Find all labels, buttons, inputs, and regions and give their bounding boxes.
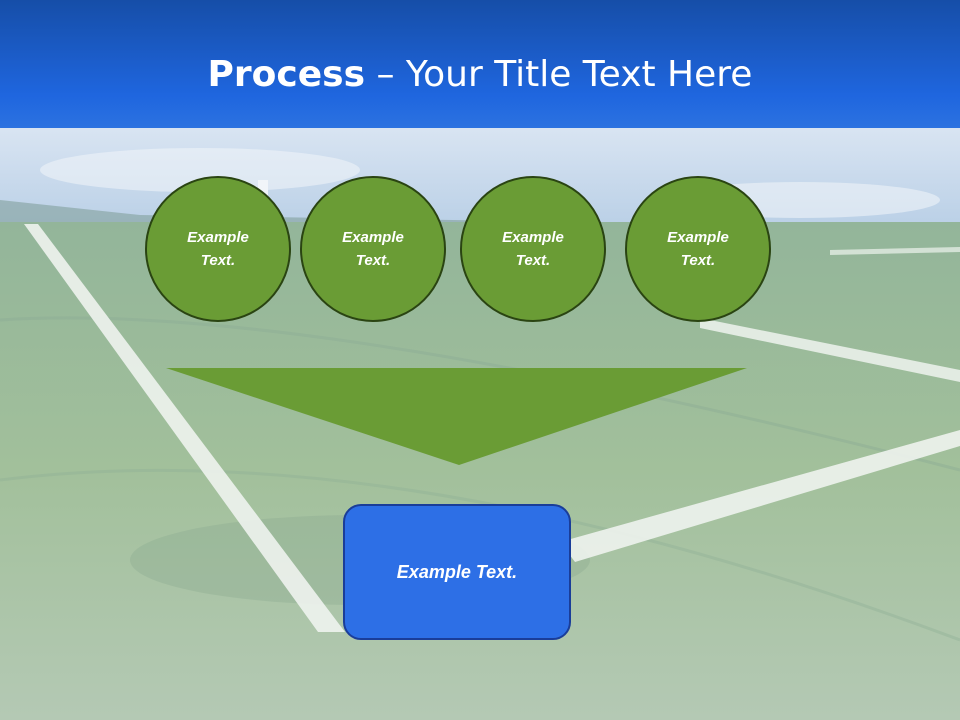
result-box: Example Text.: [343, 504, 571, 640]
field-marking-shadow: [0, 468, 960, 642]
circle-label: Example Text.: [342, 229, 404, 269]
goal-post: [258, 180, 268, 200]
circle-label: Example Text.: [667, 229, 729, 269]
cloud: [40, 148, 360, 192]
box-label: Example Text.: [396, 561, 518, 582]
title-bold: Process: [207, 54, 366, 95]
field-line: [700, 318, 960, 382]
circle-label: Example Text.: [187, 229, 249, 269]
process-circle-3: Example Text.: [460, 176, 606, 322]
process-circle-4: Example Text.: [625, 176, 771, 322]
process-circle-1: Example Text.: [145, 176, 291, 322]
title-bar: [0, 0, 960, 128]
field-line: [560, 430, 960, 562]
title-text: – Your Title Text Here: [365, 54, 753, 95]
process-circle-2: Example Text.: [300, 176, 446, 322]
field-line: [24, 224, 345, 632]
circle-label: Example Text.: [502, 229, 564, 269]
field-line: [830, 247, 960, 255]
slide-title: Process – Your Title Text Here: [0, 52, 960, 98]
